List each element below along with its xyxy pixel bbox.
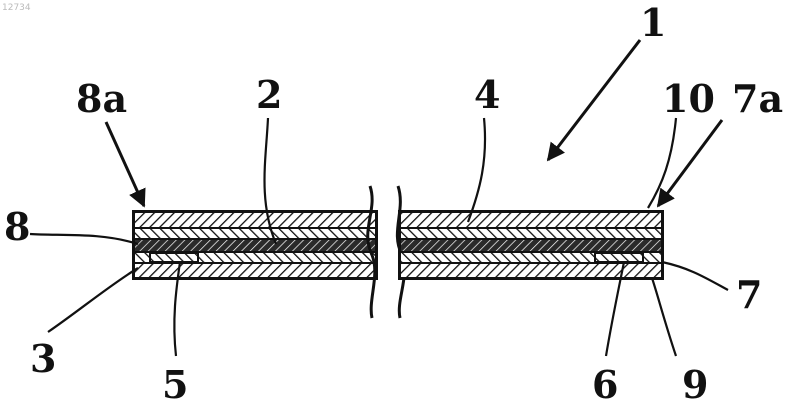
label-5: 5 bbox=[162, 362, 188, 404]
label-3: 3 bbox=[30, 336, 56, 381]
label-6: 6 bbox=[592, 362, 618, 404]
leader-7 bbox=[662, 262, 728, 290]
leader-lines bbox=[30, 40, 728, 356]
leader-9 bbox=[652, 278, 676, 356]
figure-id-text: 12734 bbox=[2, 3, 31, 13]
arrow-1 bbox=[548, 40, 640, 160]
leader-4 bbox=[468, 118, 485, 222]
label-10: 10 bbox=[662, 76, 715, 121]
label-8: 8 bbox=[4, 204, 30, 249]
label-4: 4 bbox=[474, 72, 500, 117]
label-7: 7 bbox=[736, 272, 762, 317]
leader-3 bbox=[48, 268, 138, 332]
laminate-left-segment bbox=[132, 210, 378, 280]
label-2: 2 bbox=[256, 72, 282, 117]
label-8a: 8a bbox=[76, 76, 127, 121]
laminate-right-segment bbox=[398, 210, 664, 280]
label-1: 1 bbox=[640, 0, 666, 45]
leader-8 bbox=[30, 234, 138, 244]
label-7a: 7a bbox=[732, 76, 783, 121]
arrow-8a bbox=[106, 122, 144, 206]
reference-numerals: 1 8a 2 4 10 7a 8 7 3 5 6 9 bbox=[4, 0, 783, 404]
leader-10 bbox=[648, 118, 676, 208]
label-9: 9 bbox=[682, 362, 708, 404]
